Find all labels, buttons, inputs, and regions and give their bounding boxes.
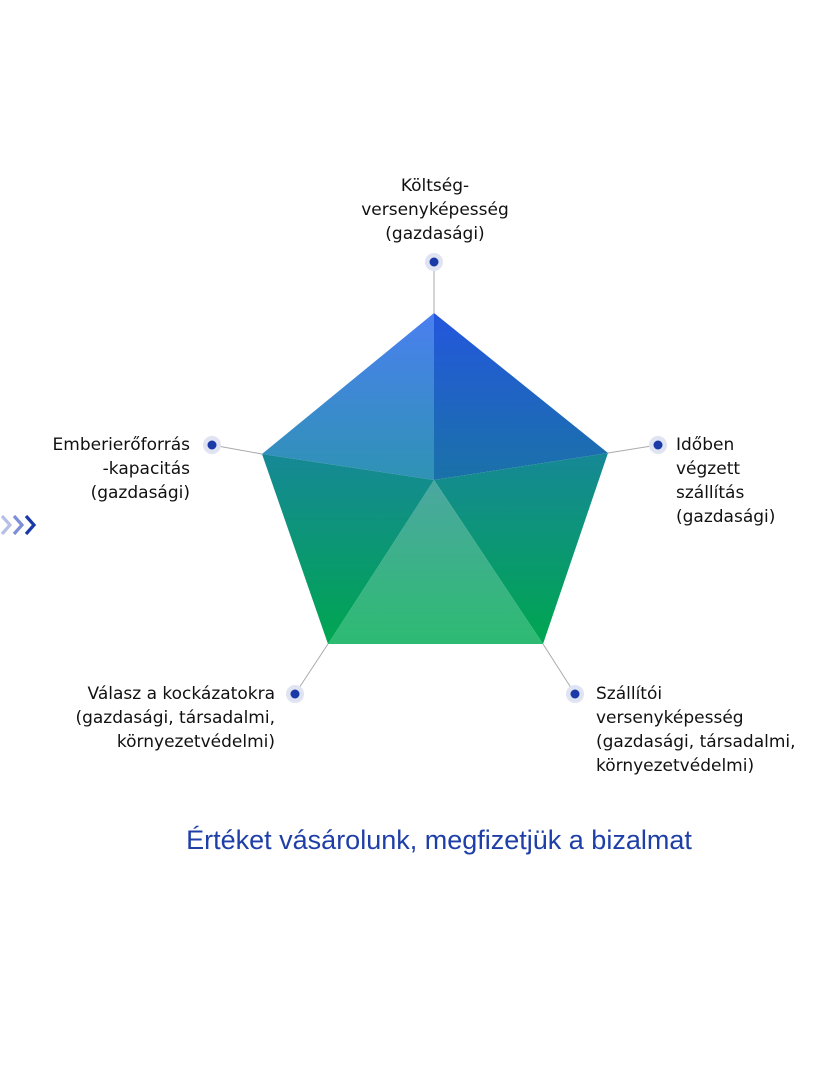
axis-label-line: környezetvédelmi) xyxy=(116,732,275,752)
connector-bottom-left xyxy=(294,643,329,695)
axis-label-line: Időben xyxy=(676,435,735,455)
dot-icon xyxy=(203,436,221,454)
dot-icon xyxy=(566,685,584,703)
axis-label-line: Szállítói xyxy=(596,684,663,704)
segment-bottom xyxy=(328,480,543,644)
dot-icon xyxy=(649,436,667,454)
segment-right xyxy=(434,453,608,644)
axis-label-line: (gazdasági) xyxy=(90,483,190,503)
axis-label-top: Költség- versenyképesség (gazdasági) xyxy=(335,174,535,246)
connector-bottom-right xyxy=(542,643,576,695)
axis-label-line: versenyképesség xyxy=(361,200,509,220)
axis-label-line: versenyképesség xyxy=(596,708,744,728)
chevron-right-triple-icon xyxy=(0,514,37,536)
segment-top-right xyxy=(434,313,608,480)
axis-label-line: (gazdasági) xyxy=(385,224,485,244)
axis-label-left: Emberierőforrás -kapacitás (gazdasági) xyxy=(53,433,190,505)
axis-label-line: (gazdasági, társadalmi, xyxy=(75,708,275,728)
axis-label-line: Válasz a kockázatokra xyxy=(87,684,275,704)
segment-top-left xyxy=(262,313,434,480)
axis-label-line: (gazdasági) xyxy=(676,507,776,527)
axis-label-line: (gazdasági, társadalmi, xyxy=(596,732,796,752)
axis-label-bottom-left: Válasz a kockázatokra (gazdasági, társad… xyxy=(75,682,275,754)
axis-label-line: Emberierőforrás xyxy=(52,435,190,455)
axis-label-bottom-right: Szállítói versenyképesség (gazdasági, tá… xyxy=(596,682,796,778)
axis-label-line: végzett xyxy=(676,459,741,479)
dot-icon xyxy=(425,253,443,271)
axis-label-right: Időben végzett szállítás (gazdasági) xyxy=(676,433,775,529)
axis-label-line: környezetvédelmi) xyxy=(596,756,755,776)
segment-left xyxy=(262,454,434,644)
diagram-title: Értéket vásárolunk, megfizetjük a bizalm… xyxy=(186,825,692,855)
axis-label-line: Költség- xyxy=(400,176,470,196)
axis-label-line: szállítás xyxy=(676,483,745,503)
dot-icon xyxy=(286,685,304,703)
axis-label-line: -kapacitás xyxy=(102,459,190,479)
